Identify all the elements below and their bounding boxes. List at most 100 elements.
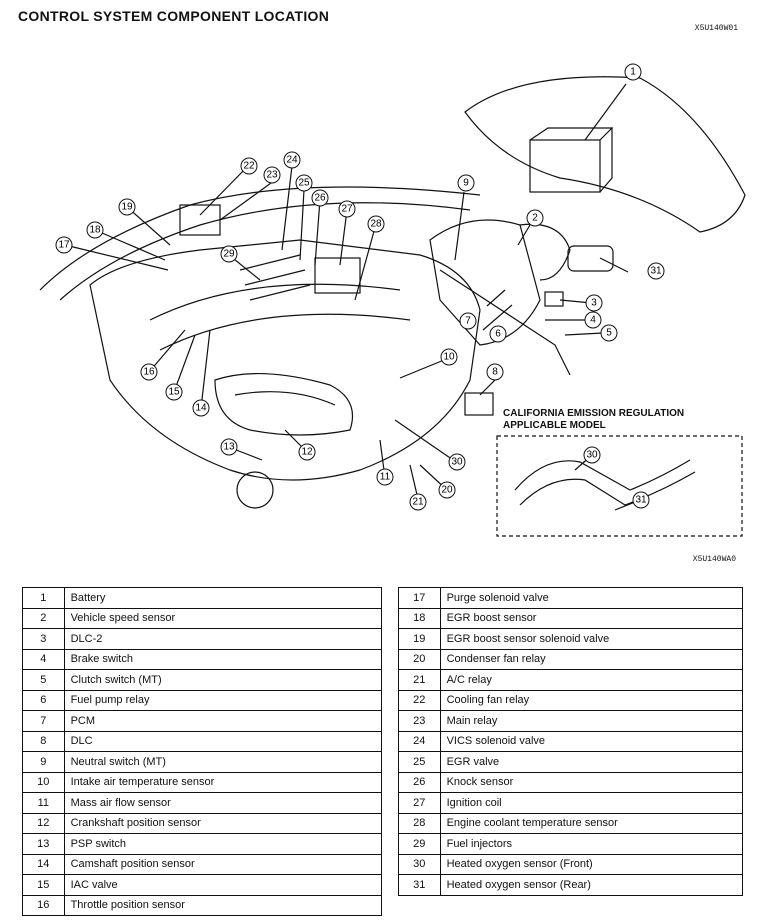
svg-text:24: 24	[286, 155, 298, 166]
callout-9: 9	[457, 174, 475, 192]
component-number: 31	[398, 874, 441, 896]
component-number: 30	[398, 853, 441, 875]
component-number: 5	[22, 669, 65, 691]
component-name: Intake air temperature sensor	[63, 771, 383, 793]
component-number: 4	[22, 648, 65, 670]
component-name: Brake switch	[63, 648, 383, 670]
callout-28: 28	[367, 215, 385, 233]
callout-27: 27	[338, 200, 356, 218]
component-name: PCM	[63, 710, 383, 732]
component-number: 2	[22, 607, 65, 629]
svg-text:4: 4	[590, 315, 596, 326]
svg-text:25: 25	[298, 178, 310, 189]
component-number: 28	[398, 812, 441, 834]
callout-23: 23	[263, 166, 281, 184]
callout-7: 7	[459, 312, 477, 330]
component-name: Purge solenoid valve	[439, 587, 744, 609]
component-name: Throttle position sensor	[63, 894, 383, 916]
callout-14: 14	[192, 399, 210, 417]
callout-22: 22	[240, 157, 258, 175]
callout-4: 4	[584, 311, 602, 329]
svg-text:20: 20	[441, 485, 453, 496]
component-name: Heated oxygen sensor (Front)	[439, 853, 744, 875]
callout-6: 6	[489, 325, 507, 343]
component-number: 20	[398, 648, 441, 670]
component-name: A/C relay	[439, 669, 744, 691]
component-name: Knock sensor	[439, 771, 744, 793]
component-number: 13	[22, 833, 65, 855]
component-number: 7	[22, 710, 65, 732]
svg-text:30: 30	[586, 450, 598, 461]
svg-text:28: 28	[370, 219, 382, 230]
component-number: 6	[22, 689, 65, 711]
component-name: VICS solenoid valve	[439, 730, 744, 752]
callout-13: 13	[220, 438, 238, 456]
svg-text:17: 17	[58, 240, 70, 251]
component-name: Heated oxygen sensor (Rear)	[439, 874, 744, 896]
callout-1: 1	[624, 63, 642, 81]
callout-21: 21	[409, 493, 427, 511]
svg-text:22: 22	[243, 161, 255, 172]
callout-25: 25	[295, 174, 313, 192]
component-name: Fuel injectors	[439, 833, 744, 855]
svg-text:6: 6	[495, 329, 501, 340]
svg-text:11: 11	[380, 472, 391, 483]
component-number: 26	[398, 771, 441, 793]
component-number: 29	[398, 833, 441, 855]
component-number: 12	[22, 812, 65, 834]
component-name: DLC	[63, 730, 383, 752]
component-name: Vehicle speed sensor	[63, 607, 383, 629]
svg-text:7: 7	[465, 316, 471, 327]
component-number: 27	[398, 792, 441, 814]
component-name: Crankshaft position sensor	[63, 812, 383, 834]
california-inset-title: CALIFORNIA EMISSION REGULATION APPLICABL…	[503, 408, 685, 431]
page-title: CONTROL SYSTEM COMPONENT LOCATION	[18, 8, 330, 24]
svg-text:30: 30	[451, 457, 463, 468]
callout-30: 30	[448, 453, 466, 471]
component-number: 15	[22, 874, 65, 896]
callout-30-inset: 30	[583, 446, 601, 464]
svg-text:3: 3	[591, 298, 597, 309]
svg-text:8: 8	[492, 367, 498, 378]
svg-text:29: 29	[223, 249, 235, 260]
component-name: Battery	[63, 587, 383, 609]
svg-text:5: 5	[606, 328, 612, 339]
callout-26: 26	[311, 189, 329, 207]
component-name: Engine coolant temperature sensor	[439, 812, 744, 834]
component-number: 23	[398, 710, 441, 732]
component-number: 16	[22, 894, 65, 916]
component-name: IAC valve	[63, 874, 383, 896]
callout-19: 19	[118, 198, 136, 216]
callout-2: 2	[526, 209, 544, 227]
svg-text:10: 10	[443, 352, 455, 363]
callout-18: 18	[86, 221, 104, 239]
callout-11: 11	[376, 468, 394, 486]
svg-text:14: 14	[195, 403, 207, 414]
callout-16: 16	[140, 363, 158, 381]
svg-text:26: 26	[314, 193, 326, 204]
component-number: 9	[22, 751, 65, 773]
svg-text:13: 13	[223, 442, 235, 453]
callout-3: 3	[585, 294, 603, 312]
callout-15: 15	[165, 383, 183, 401]
svg-text:19: 19	[121, 202, 133, 213]
svg-text:18: 18	[89, 225, 101, 236]
svg-text:9: 9	[463, 178, 469, 189]
callout-29: 29	[220, 245, 238, 263]
